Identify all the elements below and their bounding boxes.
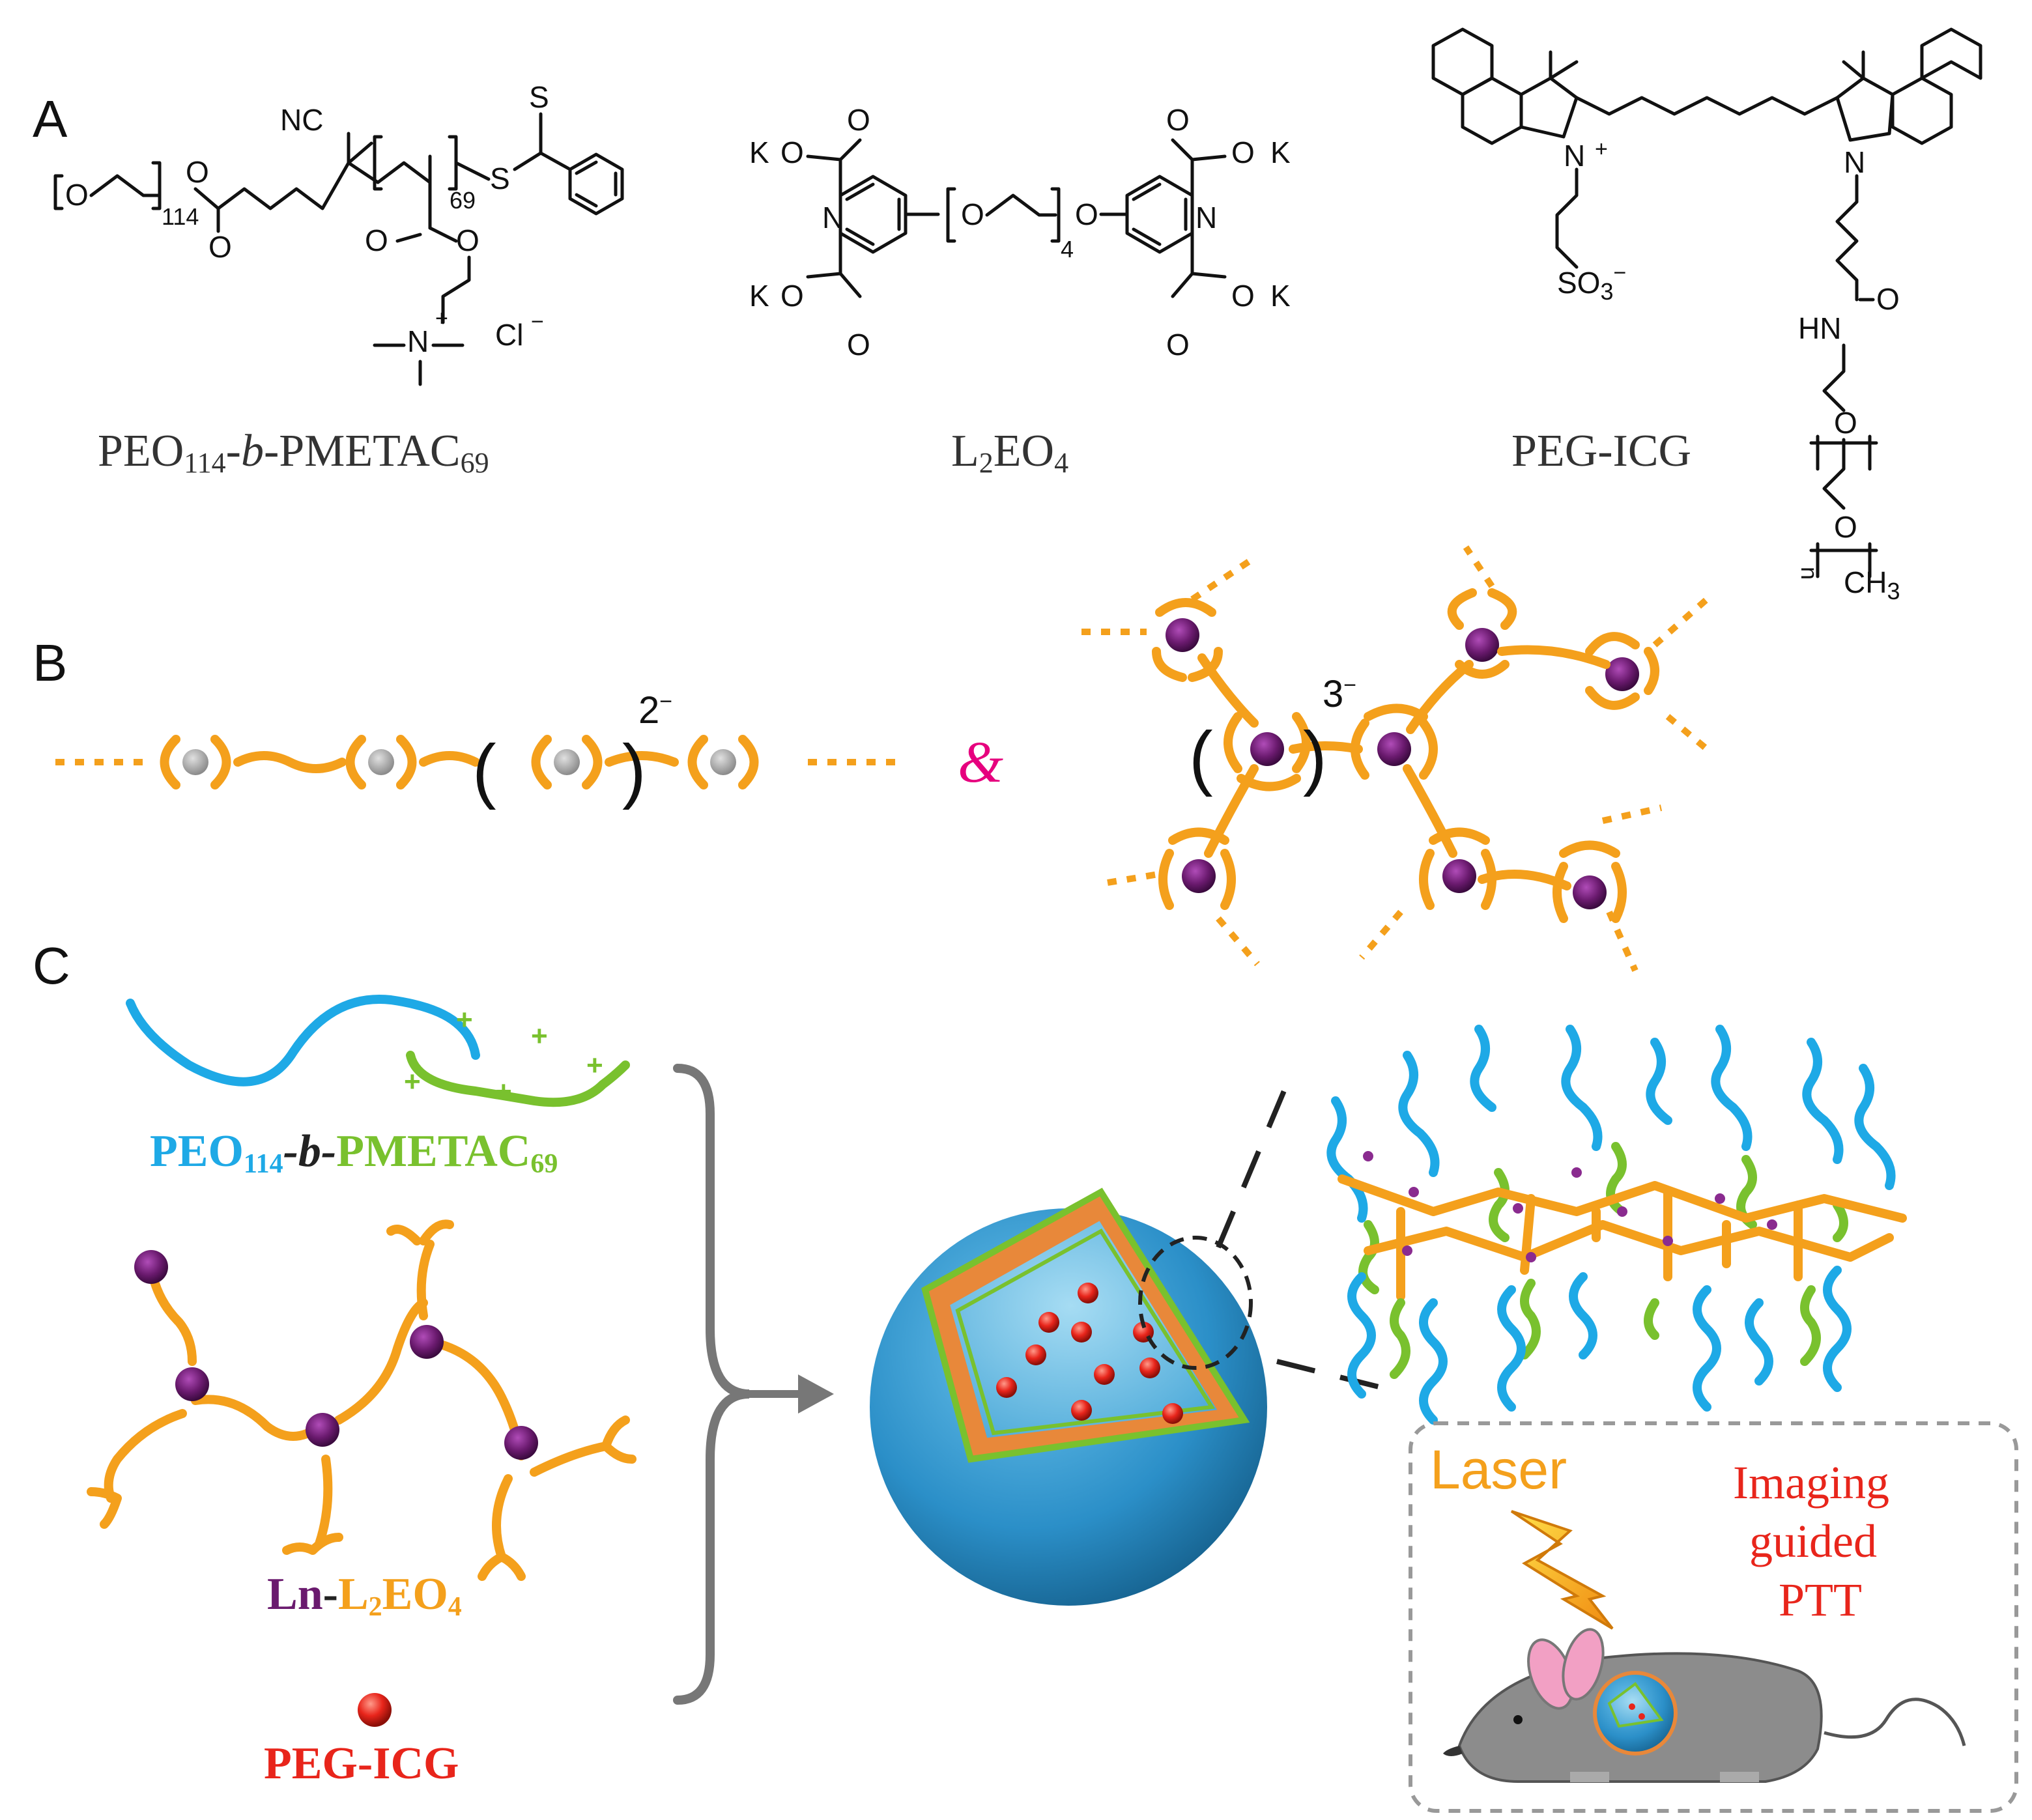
svg-text:PEO114-b-PMETAC69: PEO114-b-PMETAC69 <box>150 1126 558 1179</box>
atom-o-rb1: O <box>1166 328 1190 362</box>
charge-n-plus: + <box>435 306 448 331</box>
atom-s-top: S <box>529 80 549 114</box>
network-node-3 <box>1585 632 1659 710</box>
structure-l2eo4: N O K O O K O O 4 O N O O K O O K <box>749 103 1291 362</box>
svg-text:Ln-L2EO4: Ln-L2EO4 <box>267 1569 462 1622</box>
chain-unit-2 <box>345 735 417 789</box>
label-guided: guided <box>1749 1515 1877 1567</box>
atom-n-left: N <box>822 201 844 235</box>
atom-o-carbonyl-1: O <box>208 230 232 264</box>
atom-o-rt2: O <box>1231 135 1255 169</box>
svg-text:+: + <box>495 1075 512 1107</box>
atom-o-amide: O <box>1876 282 1900 316</box>
charge-icg-plus: + <box>1595 137 1608 162</box>
svg-text:): ) <box>1303 717 1327 797</box>
structure-peo-pmetac: O 114 O O NC 69 S S O O N + Cl − <box>53 80 624 386</box>
atom-o-link: O <box>456 223 479 257</box>
zoomed-bilayer <box>1326 1025 1907 1425</box>
panel-label-a: A <box>33 90 68 148</box>
svg-text:+: + <box>531 1020 548 1052</box>
svg-text:(: ( <box>1189 717 1213 797</box>
panel-label-b: B <box>33 634 67 692</box>
panel-label-c: C <box>33 937 70 995</box>
label-laser: Laser <box>1430 1439 1567 1500</box>
ptt-inset: Laser Imaging guided PTT <box>1409 1421 2018 1813</box>
peg-icg-particle <box>358 1693 392 1727</box>
ampersand: & <box>958 730 1003 795</box>
vesicle-sphere <box>870 1187 1267 1606</box>
svg-text:+: + <box>586 1049 603 1081</box>
atom-o-lb2: O <box>780 279 804 313</box>
atom-n-plus: N <box>407 324 429 358</box>
atom-o-peo: O <box>65 178 89 212</box>
caption-peo-pmetac: PEO114-b-PMETAC69 <box>98 426 489 479</box>
label-ptt: PTT <box>1779 1574 1862 1626</box>
label-ln-l2eo4: Ln-L2EO4 <box>267 1569 462 1622</box>
label-hn: HN <box>1798 311 1841 345</box>
network-node-2 <box>1447 588 1517 679</box>
k-lb: K <box>749 279 769 313</box>
label-nc: NC <box>280 103 323 137</box>
caption-l2eo4: L2EO4 <box>951 426 1068 479</box>
atom-o-rb2: O <box>1231 279 1255 313</box>
atom-o-link-l: O <box>961 197 984 231</box>
sulfonate: SO3− <box>1557 261 1626 305</box>
label-imaging: Imaging <box>1733 1457 1889 1509</box>
label-peo-pmetac: PEO114-b-PMETAC69 <box>150 1126 558 1179</box>
svg-text:(: ( <box>472 730 496 810</box>
panel-b-linear-chain: ( ) 2− <box>55 689 899 810</box>
k-rb: K <box>1270 279 1291 313</box>
atom-o-peg2: O <box>1834 510 1857 544</box>
atom-o-lb1: O <box>847 328 870 362</box>
peo-repeat-114: 114 <box>162 203 199 230</box>
chain-unit-4 <box>687 735 759 789</box>
svg-text:PEO114-b-PMETAC69: PEO114-b-PMETAC69 <box>98 426 489 479</box>
label-peg-icg: PEG-ICG <box>264 1739 459 1789</box>
svg-text:+: + <box>404 1066 421 1098</box>
svg-text:L2EO4: L2EO4 <box>951 426 1068 479</box>
linker-repeat-4: 4 <box>1061 236 1074 263</box>
charge-cl-minus: − <box>531 309 544 334</box>
chain-unit-1 <box>160 735 231 789</box>
charge-label-3: 3− <box>1323 673 1356 715</box>
zoom-line-bottom <box>1276 1359 1395 1393</box>
panel-b-network: ( ) 3− <box>1081 545 1710 973</box>
chain-unit-3 <box>531 735 603 789</box>
svg-text:+: + <box>456 1004 473 1036</box>
atom-n-right-icg: N <box>1844 145 1865 179</box>
label-ch3: CH3 <box>1844 565 1900 604</box>
atom-o-lt1: O <box>847 103 870 137</box>
k-lt: K <box>749 135 769 169</box>
assembly-brace-arrow <box>673 1064 834 1705</box>
mouse-icon <box>1443 1628 1966 1783</box>
k-rt: K <box>1270 135 1291 169</box>
atom-o-ester: O <box>186 155 209 189</box>
atom-o-peg1: O <box>1834 406 1857 440</box>
peg-repeat-n: n <box>1796 567 1823 580</box>
charge-label-2: 2− <box>638 689 672 732</box>
zoom-line-top <box>1216 1083 1289 1249</box>
network-node-7 <box>1419 827 1496 910</box>
atom-o-link-r: O <box>1075 197 1098 231</box>
atom-n-plus-icg: N <box>1564 139 1585 173</box>
network-node-6 <box>1158 827 1236 910</box>
atom-n-right: N <box>1195 201 1217 235</box>
atom-o-carbonyl-2: O <box>365 223 388 257</box>
atom-o-lt2: O <box>780 135 804 169</box>
structure-peg-icg: N + N SO3− O HN O O n CH3 <box>1431 27 1982 604</box>
lightning-bolt-icon <box>1510 1510 1614 1630</box>
caption-peg-icg: PEG-ICG <box>1511 426 1691 476</box>
network-node-8 <box>1553 840 1627 923</box>
ion-cl: Cl <box>495 318 523 352</box>
svg-text:): ) <box>622 730 646 810</box>
ln-l2eo4-network <box>87 1219 637 1581</box>
atom-s-side: S <box>490 162 510 195</box>
atom-o-rt1: O <box>1166 103 1190 137</box>
pmetac-repeat-69: 69 <box>450 187 476 214</box>
block-copolymer-chain: + + + + + <box>126 995 630 1107</box>
